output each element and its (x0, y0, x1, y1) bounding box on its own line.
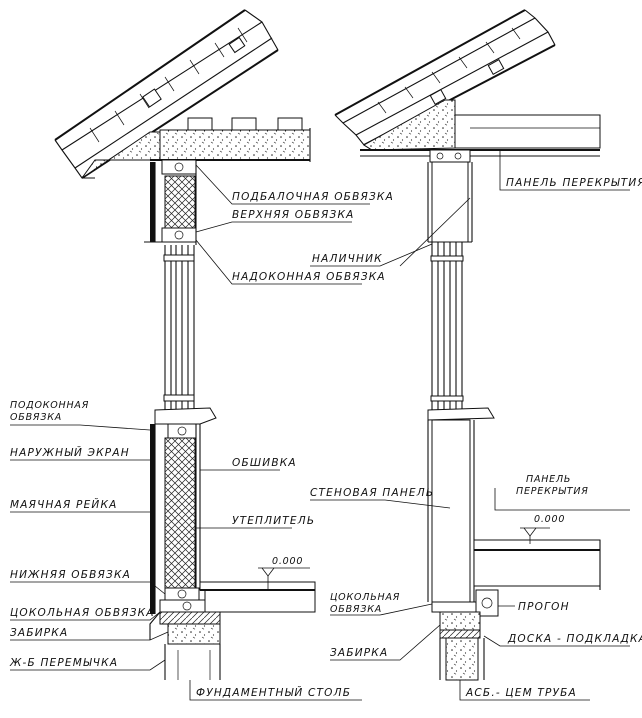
right-window (427, 242, 495, 421)
left-upper-wall (144, 159, 197, 245)
label-panel-perekrytiya-top: ПАНЕЛЬ ПЕРЕКРЫТИЯ (506, 177, 642, 189)
label-left-level-mark: 0.000 (272, 556, 303, 567)
leader-lines (10, 150, 630, 701)
label-uteplitel: УТЕПЛИТЕЛЬ (232, 515, 315, 527)
right-labels: ПАНЕЛЬ ПЕРЕКРЫТИЯ НАЛИЧНИК ПАНЕЛЬ ПЕРЕКР… (310, 177, 642, 699)
label-right-level-mark: 0.000 (534, 514, 565, 525)
right-wall-section (334, 9, 601, 681)
label-podokonnaya-line2: ОБВЯЗКА (10, 412, 62, 423)
label-obshivka: ОБШИВКА (232, 457, 297, 469)
label-tsokolnaya-right-line1: ЦОКОЛЬНАЯ (330, 592, 400, 603)
label-zabirka-left: ЗАБИРКА (10, 627, 68, 639)
left-window (163, 245, 195, 410)
label-nadokonnaya-obvyazka: НАДОКОННАЯ ОБВЯЗКА (232, 271, 386, 283)
label-fundamentny-stolb: ФУНДАМЕНТНЫЙ СТОЛБ (196, 686, 351, 699)
label-podokonnaya-line1: ПОДОКОННАЯ (10, 400, 89, 411)
label-mayachnaya-reyka: МАЯЧНАЯ РЕЙКА (10, 498, 118, 511)
left-ceiling-panel (150, 117, 311, 162)
label-nizhnyaya-obvyazka: НИЖНЯЯ ОБВЯЗКА (10, 569, 131, 581)
label-doska-podkladka: ДОСКА - ПОДКЛАДКА (507, 633, 642, 645)
left-roof (54, 9, 279, 179)
label-progon: ПРОГОН (518, 601, 570, 613)
label-podbalochnaya-obvyazka: ПОДБАЛОЧНАЯ ОБВЯЗКА (232, 191, 394, 203)
label-tsokolnaya-right-line2: ОБВЯЗКА (330, 604, 382, 615)
label-panel-perekrytiya-line1: ПАНЕЛЬ (526, 474, 571, 485)
label-asb-tsem-truba: АСБ.- ЦЕМ ТРУБА (465, 687, 577, 699)
label-nalichnik: НАЛИЧНИК (312, 253, 383, 265)
left-wall-section (54, 9, 316, 680)
left-lower-wall (149, 424, 316, 680)
label-panel-perekrytiya-line2: ПЕРЕКРЫТИЯ (516, 486, 589, 497)
label-tsokolnaya-obvyazka: ЦОКОЛЬНАЯ ОБВЯЗКА (10, 607, 155, 619)
left-labels: ПОДБАЛОЧНАЯ ОБВЯЗКА ВЕРХНЯЯ ОБВЯЗКА НАДО… (9, 191, 394, 699)
label-naruzhny-ekran: НАРУЖНЫЙ ЭКРАН (10, 446, 130, 459)
label-stenovaya-panel: СТЕНОВАЯ ПАНЕЛЬ (310, 487, 434, 499)
label-peremychka: Ж-Б ПЕРЕМЫЧКА (9, 657, 118, 669)
left-window-sill (154, 407, 217, 439)
label-zabirka-right: ЗАБИРКА (330, 647, 388, 659)
right-ceiling-panel (360, 114, 601, 163)
label-verkhnyaya-obvyazka: ВЕРХНЯЯ ОБВЯЗКА (232, 209, 355, 221)
right-lower-wall (427, 419, 601, 681)
